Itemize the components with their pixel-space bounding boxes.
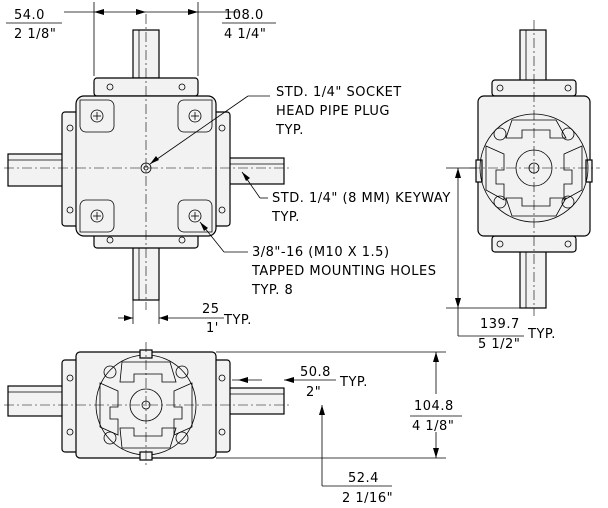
bottom-dimension-lines: [216, 351, 462, 487]
dim-side-height-typ: TYP.: [527, 327, 556, 342]
note-keyway-line1: STD. 1/4" (8 MM) KEYWAY: [272, 191, 451, 206]
note-keyway-line2: TYP.: [271, 210, 300, 225]
dim-bottom-height-in: 4 1/8": [412, 419, 454, 434]
note-holes-line1: 3/8"-16 (M10 X 1.5): [252, 245, 390, 260]
dim-bottom-center-mm: 52.4: [348, 471, 379, 486]
bottom-right-shaft: [221, 387, 285, 415]
bottom-view: [4, 342, 290, 466]
dim-shaft-len-mm: 25: [202, 302, 220, 317]
right-shaft: [221, 157, 285, 185]
dim-top-width-in: 2 1/8": [14, 27, 56, 42]
dim-shaft-len-typ: TYP.: [223, 313, 252, 328]
note-leaders: [149, 95, 270, 253]
dim-top-width-mm: 54.0: [14, 8, 45, 23]
dim-top-body-mm: 108.0: [224, 8, 264, 23]
dim-bottom-shaft-typ: TYP.: [339, 375, 368, 390]
left-shaft: [7, 153, 71, 187]
side-bottom-shaft: [519, 249, 547, 309]
dim-bottom-height-mm: 104.8: [414, 399, 454, 414]
note-holes-line2: TAPPED MOUNTING HOLES: [251, 264, 436, 279]
top-dimension-lines: [6, 2, 276, 324]
dim-shaft-len-in: 1': [206, 321, 219, 336]
note-plug-line2: HEAD PIPE PLUG: [276, 104, 390, 119]
bottom-left-shaft: [7, 385, 71, 417]
dim-top-body-in: 4 1/4": [224, 27, 266, 42]
dim-bottom-shaft-in: 2": [306, 385, 321, 400]
side-dimension-lines: [446, 167, 524, 337]
dim-bottom-shaft-mm: 50.8: [300, 365, 331, 380]
dim-bottom-center-in: 2 1/16": [342, 491, 393, 506]
note-holes-line3: TYP. 8: [251, 283, 293, 298]
note-plug-line3: TYP.: [275, 123, 304, 138]
side-view: [470, 20, 600, 316]
side-top-shaft: [519, 29, 547, 83]
dim-side-height-in: 5 1/2": [478, 337, 520, 352]
dim-side-height-mm: 139.7: [480, 317, 520, 332]
note-plug-line1: STD. 1/4" SOCKET: [276, 85, 402, 100]
top-view: [4, 14, 290, 310]
